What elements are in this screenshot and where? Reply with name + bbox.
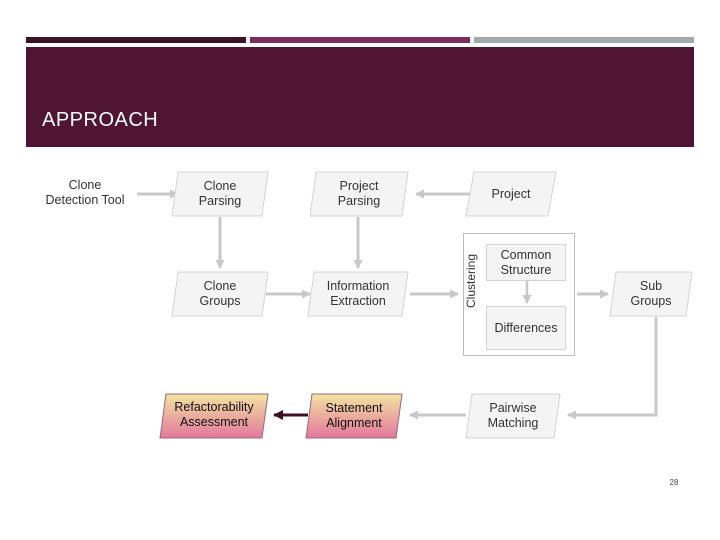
- statement-alignment-label: Statement Alignment: [325, 401, 383, 430]
- clustering-group: [463, 233, 575, 356]
- sub-groups-node: Sub Groups: [609, 271, 693, 317]
- pairwise-matching-node: Pairwise Matching: [465, 393, 561, 439]
- differences-label: Differences: [494, 320, 558, 335]
- clone-groups-label: Clone Groups: [199, 279, 241, 308]
- information-extraction-node: Information Extraction: [307, 271, 409, 317]
- title-banner: [26, 47, 694, 147]
- clustering-label: Clustering: [464, 253, 478, 308]
- differences-node: Differences: [486, 306, 566, 350]
- clone-parsing-node: Clone Parsing: [171, 171, 269, 217]
- header-bar-dark: [26, 37, 246, 43]
- clone-groups-node: Clone Groups: [171, 271, 269, 317]
- header-bar-plum: [250, 37, 470, 43]
- sub-groups-label: Sub Groups: [630, 279, 672, 308]
- project-label: Project: [491, 186, 531, 201]
- refactorability-assessment-node: Refactorability Assessment: [159, 393, 269, 439]
- slide-title: APPROACH: [42, 109, 159, 131]
- common-structure-node: Common Structure: [486, 244, 566, 281]
- pairwise-matching-label: Pairwise Matching: [487, 401, 539, 430]
- common-structure-label: Common Structure: [500, 247, 552, 277]
- clone-detection-tool-label: Clone Detection Tool: [45, 178, 125, 207]
- clone-parsing-label: Clone Parsing: [198, 179, 242, 208]
- project-node: Project: [465, 171, 557, 217]
- header-bar-grey: [474, 37, 694, 43]
- project-parsing-label: Project Parsing: [337, 179, 381, 208]
- information-extraction-label: Information Extraction: [326, 279, 390, 308]
- statement-alignment-node: Statement Alignment: [305, 393, 403, 439]
- project-parsing-node: Project Parsing: [309, 171, 409, 217]
- refactorability-assessment-label: Refactorability Assessment: [174, 400, 254, 429]
- page-number: 28: [669, 478, 679, 487]
- arrow-subgroups-to-pairwise: [567, 317, 658, 420]
